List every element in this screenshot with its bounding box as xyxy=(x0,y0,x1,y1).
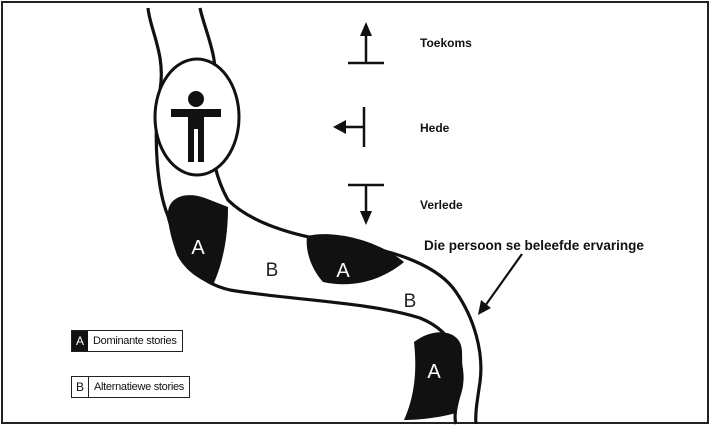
dominant-story-marker-3: A xyxy=(427,361,441,383)
pointer-arrow-icon xyxy=(478,253,523,315)
past-arrow-icon xyxy=(348,183,384,225)
dominant-story-blob-3 xyxy=(404,332,463,420)
dominant-story-blob-1 xyxy=(168,195,228,285)
legend-alternative-text: Alternatiewe stories xyxy=(94,381,184,393)
alternative-story-marker-2: B xyxy=(404,291,417,312)
alternative-story-marker-1: B xyxy=(266,260,279,281)
diagram-border xyxy=(1,1,709,424)
river-label: Die persoon se beleefde ervaringe xyxy=(424,238,644,253)
person-figure-icon xyxy=(171,91,221,162)
legend-dominant-text: Dominante stories xyxy=(93,335,177,347)
past-label: Verlede xyxy=(420,198,463,212)
dominant-story-blob-2 xyxy=(306,234,404,285)
dominant-story-marker-1: A xyxy=(191,237,205,259)
future-label: Toekoms xyxy=(420,36,472,50)
legend-alternative-key: B xyxy=(72,377,89,397)
present-arrow-icon xyxy=(333,107,366,147)
future-arrow-icon xyxy=(348,22,384,65)
legend-dominant-key: A xyxy=(72,331,88,351)
present-label: Hede xyxy=(420,121,450,135)
dominant-story-marker-2: A xyxy=(336,260,350,282)
legend-alternative: B Alternatiewe stories xyxy=(71,376,190,398)
legend-dominant: A Dominante stories xyxy=(71,330,183,352)
